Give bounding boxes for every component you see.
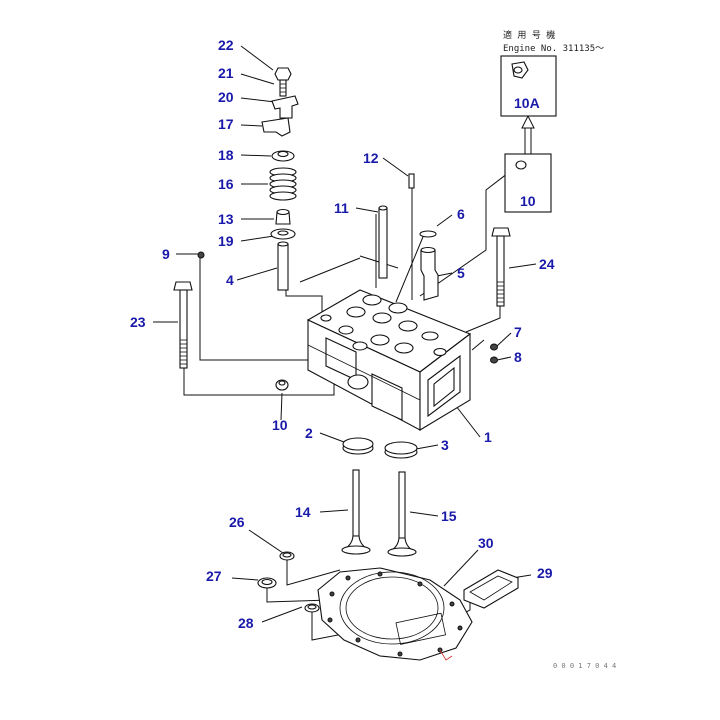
injector-sleeve-5: [420, 246, 439, 301]
part-label-p29: 29: [537, 565, 553, 581]
leader-lines: [153, 45, 537, 623]
part-label-p9: 9: [162, 246, 170, 262]
gasket-29: [463, 569, 519, 609]
bolt-23: [173, 281, 193, 369]
part-label-p22: 22: [218, 37, 234, 53]
part-label-p16: 16: [218, 176, 234, 192]
detail-box-10A: [500, 55, 557, 117]
plug-9: [197, 251, 205, 259]
part-label-p20: 20: [218, 89, 234, 105]
part-label-p21: 21: [218, 65, 234, 81]
part-label-p28: 28: [238, 615, 254, 631]
part-label-p13: 13: [218, 211, 234, 227]
part-label-p14: 14: [295, 504, 311, 520]
part-label-p7: 7: [514, 324, 522, 340]
part-label-p10A: 10A: [514, 95, 540, 111]
part-label-p18: 18: [218, 147, 234, 163]
part-label-p2: 2: [305, 425, 313, 441]
part-label-p17: 17: [218, 116, 234, 132]
part-label-p23: 23: [130, 314, 146, 330]
bolt-24: [491, 227, 511, 307]
part-label-p30: 30: [478, 535, 494, 551]
applicability-line-2: Engine No. 311135～: [503, 44, 604, 54]
applicability-line-1: 適 用 号 機: [503, 29, 555, 41]
cylinder-head-1: [306, 289, 472, 431]
rocker-part-stack: [261, 67, 299, 291]
plug-10: [275, 379, 289, 391]
part-label-p6: 6: [457, 206, 465, 222]
part-label-p12: 12: [363, 150, 379, 166]
part-label-p24: 24: [539, 256, 555, 272]
part-label-p1: 1: [484, 429, 492, 445]
detail-box-10: [504, 153, 552, 213]
plugs-7-8: [490, 343, 498, 364]
part-label-p19: 19: [218, 233, 234, 249]
part-label-p10b: 10: [520, 193, 536, 209]
part-label-p10a: 10: [272, 417, 288, 433]
part-label-p8: 8: [514, 349, 522, 365]
valve-seats: [342, 437, 418, 459]
part-label-p3: 3: [441, 437, 449, 453]
tube-11: [378, 205, 388, 279]
part-label-p27: 27: [206, 568, 222, 584]
washer-6: [419, 230, 437, 238]
part-label-p15: 15: [441, 508, 457, 524]
valves: [341, 469, 417, 557]
pin-12: [408, 173, 415, 189]
part-label-p4: 4: [226, 272, 234, 288]
drawing-code: 0 0 0 1 7 0 4 4: [553, 662, 616, 670]
part-label-p26: 26: [229, 514, 245, 530]
part-label-p11: 11: [334, 200, 349, 216]
part-label-p5: 5: [457, 265, 465, 281]
head-gasket: [317, 567, 473, 661]
